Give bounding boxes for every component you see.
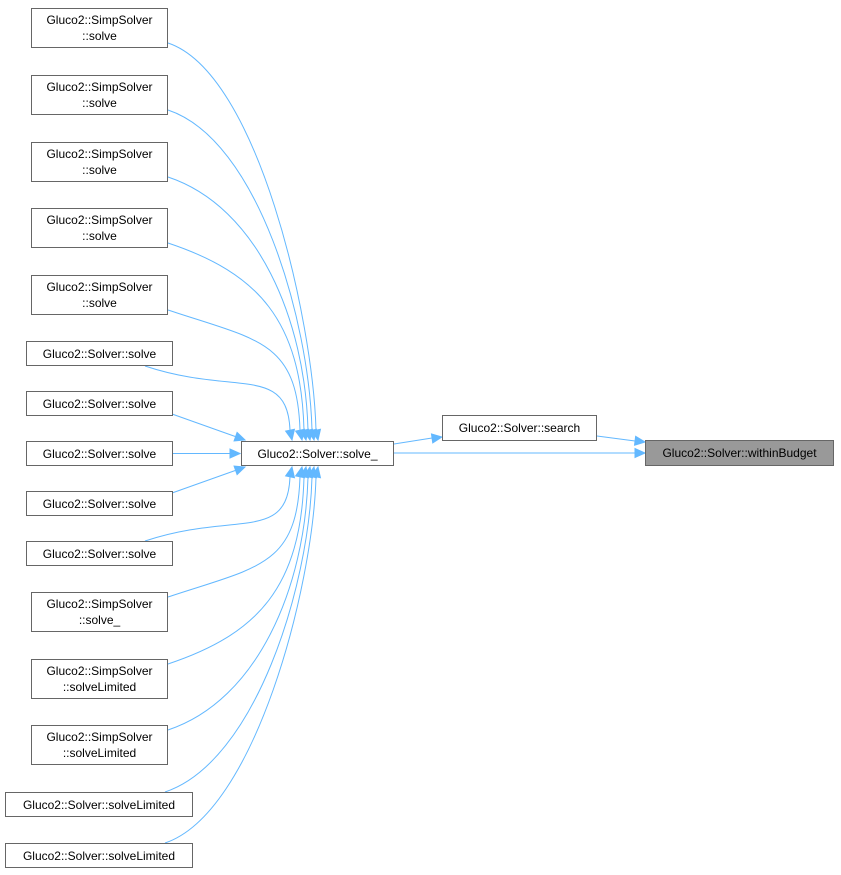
edge-c15-to-solve [164,476,317,844]
arrowhead-icon [233,431,247,442]
node-c11[interactable]: Gluco2::SimpSolver::solve_ [31,592,168,632]
node-label-line: ::solve [82,229,117,243]
node-c15[interactable]: Gluco2::Solver::solveLimited [5,843,193,868]
edge-c14-to-solve [164,476,313,793]
node-label-line: Gluco2::SimpSolver [46,13,153,27]
node-c7[interactable]: Gluco2::Solver::solve [26,391,173,416]
node-c6[interactable]: Gluco2::Solver::solve [26,341,173,366]
node-label-line: Gluco2::Solver::solve [42,396,157,411]
node-solve-underscore[interactable]: Gluco2::Solver::solve_ [241,441,394,466]
node-c1[interactable]: Gluco2::SimpSolver::solve [31,8,168,48]
edge-c1-to-solve [167,42,317,431]
edge-solve-to-search [393,437,433,445]
edge-c11-to-solve [167,476,301,598]
arrowhead-icon [633,435,647,446]
node-c5[interactable]: Gluco2::SimpSolver::solve [31,275,168,315]
node-c13[interactable]: Gluco2::SimpSolver::solveLimited [31,725,168,765]
node-c14[interactable]: Gluco2::Solver::solveLimited [5,792,193,817]
node-label-line: Gluco2::Solver::solveLimited [22,797,176,812]
arrowhead-icon [310,465,322,479]
edge-c3-to-solve [167,176,309,431]
node-label-line: ::solveLimited [62,680,137,694]
node-label-line: Gluco2::SimpSolver [46,147,153,161]
node-label-line: Gluco2::SimpSolver [46,664,153,678]
node-label-line: ::solve_ [78,613,121,627]
edge-c5-to-solve [167,309,301,431]
node-c10[interactable]: Gluco2::Solver::solve [26,541,173,566]
node-search[interactable]: Gluco2::Solver::search [442,415,597,441]
node-withinBudget[interactable]: Gluco2::Solver::withinBudget [645,440,834,466]
arrowhead-icon [229,448,242,459]
edge-c7-to-solve [164,411,236,438]
node-label-line: Gluco2::Solver::solve [42,546,157,561]
node-label-line: Gluco2::Solver::search [458,421,581,435]
node-c9[interactable]: Gluco2::Solver::solve [26,491,173,516]
node-label-line: Gluco2::Solver::withinBudget [662,446,817,460]
node-label-line: Gluco2::Solver::solve [42,446,157,461]
edge-c12-to-solve [167,476,305,665]
arrowhead-icon [284,428,296,442]
node-label-line: Gluco2::Solver::solve_ [257,446,378,461]
node-label-line: Gluco2::SimpSolver [46,213,153,227]
node-c12[interactable]: Gluco2::SimpSolver::solveLimited [31,659,168,699]
node-label-line: ::solve [82,296,117,310]
node-label-line: ::solve [82,96,117,110]
arrowhead-icon [284,465,296,479]
node-label-line: Gluco2::Solver::solve [42,496,157,511]
edge-c2-to-solve [167,109,313,431]
node-label-line: Gluco2::SimpSolver [46,280,153,294]
edge-search-to-withinBudget [596,435,636,442]
node-c8[interactable]: Gluco2::Solver::solve [26,441,173,466]
node-label-line: Gluco2::SimpSolver [46,597,153,611]
edge-c6-to-solve [144,365,291,431]
edge-c10-to-solve [144,476,291,542]
arrowhead-icon [294,428,306,442]
node-label-line: Gluco2::SimpSolver [46,80,153,94]
node-label-line: ::solveLimited [62,746,137,760]
arrowhead-icon [430,433,444,444]
arrowhead-icon [634,447,647,459]
node-c2[interactable]: Gluco2::SimpSolver::solve [31,75,168,115]
node-label-line: ::solve [82,163,117,177]
node-label-line: Gluco2::Solver::solveLimited [22,848,176,863]
arrowhead-icon [233,465,247,476]
edge-c9-to-solve [164,469,236,496]
edge-c4-to-solve [167,242,305,431]
edge-c13-to-solve [167,476,309,731]
node-label-line: Gluco2::SimpSolver [46,730,153,744]
node-c4[interactable]: Gluco2::SimpSolver::solve [31,208,168,248]
node-label-line: ::solve [82,29,117,43]
node-label-line: Gluco2::Solver::solve [42,346,157,361]
node-c3[interactable]: Gluco2::SimpSolver::solve [31,142,168,182]
